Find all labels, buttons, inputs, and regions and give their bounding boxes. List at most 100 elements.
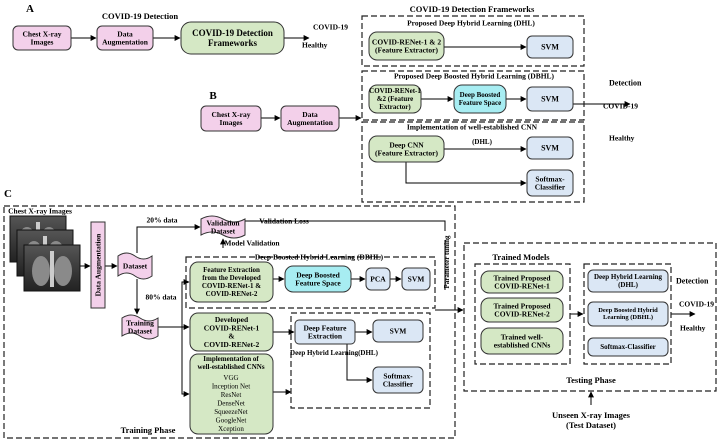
a-chest-xray-box-label-line: Chest X-ray bbox=[23, 29, 62, 38]
pct20-label-line: 20% data bbox=[146, 216, 177, 225]
testing-phase-label-line: Testing Phase bbox=[566, 375, 616, 385]
cnn-name: VGG bbox=[223, 374, 238, 382]
trained-model-2 bbox=[480, 297, 564, 323]
cnn-softmax-box-label: Softmax-Classifier bbox=[535, 174, 566, 191]
dhl-framework-title: Proposed Deep Hybrid Learning (DHL) bbox=[407, 19, 535, 28]
unseen-images-label: Unseen X-ray Images(Test Dataset) bbox=[552, 410, 631, 430]
b-data-augmentation-box-label-line: Data bbox=[302, 110, 318, 119]
deep-cnn-box-label: Deep CNN(Feature Extractor) bbox=[375, 140, 438, 157]
dbhl-extractor-box-label-line: Extractor) bbox=[379, 103, 411, 111]
a-healthy-label-line: Healthy bbox=[302, 41, 328, 50]
a-covid-label-line: COVID-19 bbox=[313, 23, 348, 32]
training-phase-box bbox=[3, 205, 456, 439]
trained-model-2-label-line: COVID-RENet-2 bbox=[494, 310, 550, 319]
xray-spine bbox=[50, 251, 54, 287]
pca-box-label-line: PCA bbox=[370, 275, 386, 284]
trained-models-box bbox=[474, 263, 571, 365]
c-softmax-box-label-line: Classifier bbox=[383, 380, 414, 389]
cnn-svm-box-label: SVM bbox=[541, 144, 559, 153]
deep-feature-box-label-line: Extraction bbox=[308, 332, 343, 341]
deep-feature-box-label-line: Deep Feature bbox=[304, 323, 348, 332]
trained-model-1-label-line: COVID-RENet-1 bbox=[494, 282, 550, 291]
a-healthy-label: Healthy bbox=[302, 41, 328, 50]
dataset-shape-label-line: Dataset bbox=[123, 262, 148, 271]
a-data-augmentation-box-label-line: Data bbox=[117, 29, 133, 38]
frameworks-detection-line: Detection bbox=[609, 79, 642, 88]
frameworks-healthy: Healthy bbox=[609, 134, 635, 143]
training-phase-label-line: Training Phase bbox=[121, 425, 176, 435]
xray-lung-right bbox=[54, 256, 72, 286]
b-chest-xray-box bbox=[200, 105, 262, 132]
trained-model-3-label-line: Trained well- bbox=[501, 332, 544, 341]
validation-dataset bbox=[200, 215, 246, 239]
dbhl-section-title-line: Deep Boosted Hybrid Learning (DBHL) bbox=[255, 253, 384, 262]
cnn-name: ResNet bbox=[221, 391, 242, 399]
a-data-augmentation-box bbox=[96, 25, 154, 51]
trained-models-label-line: Trained Models bbox=[492, 252, 550, 262]
parameter-tuning-label: Parameter tuning bbox=[443, 235, 451, 288]
cnn-name: Inception Net bbox=[212, 383, 250, 391]
c-boosted-box-label-line: Feature Space bbox=[295, 279, 341, 288]
r-dhl-box-label-line: (DHL) bbox=[618, 281, 639, 289]
dhl-extractor-box-label-line: COVID-RENet-1 & 2 bbox=[372, 37, 441, 46]
b-data-augmentation-box bbox=[280, 105, 340, 132]
training-dataset bbox=[121, 314, 159, 340]
testing-detection-label: Detection bbox=[676, 277, 709, 286]
section-b-label-line: B bbox=[209, 90, 217, 102]
a-covid-label: COVID-19 bbox=[313, 23, 348, 32]
deep-cnn-box-label-line: (Feature Extractor) bbox=[375, 149, 438, 158]
r-softmax-box-label: Softmax-Classifier bbox=[600, 343, 656, 351]
r-softmax-box-label-line: Softmax-Classifier bbox=[600, 343, 656, 351]
trained-model-3-label-line: established CNNs bbox=[494, 341, 551, 350]
feature-extraction-box-label-line: COVID-RENet-2 bbox=[206, 290, 258, 298]
c-softmax-box-label-line: Softmax- bbox=[383, 371, 413, 380]
dbhl-section-box bbox=[185, 256, 436, 309]
cnn-svm-box-label-line: SVM bbox=[541, 144, 559, 153]
trained-model-2-label-line: Trained Proposed bbox=[493, 301, 551, 310]
c-softmax-box bbox=[372, 366, 424, 394]
r-dbhl-box bbox=[587, 301, 669, 327]
validation-dataset-label-line: Dataset bbox=[211, 227, 236, 236]
impl-cnns-title-line: Implementation of bbox=[203, 355, 259, 363]
dhl-svm-box bbox=[526, 35, 574, 59]
dbhl-svm-box-label-line: SVM bbox=[541, 95, 559, 104]
unseen-images-label-line: (Test Dataset) bbox=[566, 420, 616, 430]
testing-detection-label-line: Detection bbox=[676, 277, 709, 286]
trained-model-1 bbox=[480, 270, 564, 294]
dbhl-framework-title: Proposed Deep Boosted Hybrid Learning (D… bbox=[394, 72, 555, 81]
a-chest-xray-box bbox=[12, 25, 72, 51]
covid-detection-title-line: COVID-19 Detection bbox=[102, 11, 179, 21]
dbhl-boosted-box bbox=[453, 84, 507, 114]
trained-model-1-label-line: Trained Proposed bbox=[493, 273, 551, 282]
developed-renet-box-label-line: & bbox=[228, 332, 234, 341]
testing-healthy-label: Healthy bbox=[680, 324, 706, 333]
c-boosted-box-label-line: Deep Boosted bbox=[296, 270, 340, 279]
frameworks-covid: COVID-19 bbox=[603, 102, 638, 111]
cnn-framework-title: Implementation of well-established CNN bbox=[407, 123, 538, 132]
frameworks-detection: Detection bbox=[609, 79, 642, 88]
feature-extraction-box-label-line: from the Developed bbox=[202, 274, 261, 282]
cnn-svm-box bbox=[526, 136, 574, 160]
c-dbhl-svm-box-label: SVM bbox=[408, 275, 425, 284]
dbhl-section-title: Deep Boosted Hybrid Learning (DBHL) bbox=[255, 253, 384, 262]
model-validation-label-line: Model Validation bbox=[224, 239, 280, 248]
section-c-label-line: C bbox=[4, 188, 12, 200]
cnn-softmax-box-label-line: Softmax- bbox=[535, 174, 565, 183]
cnn-name: GoogleNet bbox=[216, 417, 247, 425]
impl-cnns-title-line: well-established CNNs bbox=[197, 363, 264, 371]
chest-xray-images-label-line: Chest X-ray Images bbox=[8, 207, 72, 216]
dbhl-extractor-box-label-line: &2 (Feature bbox=[377, 95, 414, 103]
dataset-shape-label: Dataset bbox=[123, 262, 148, 271]
pca-box bbox=[365, 267, 391, 291]
dbhl-svm-box-label: SVM bbox=[541, 95, 559, 104]
parameter-tuning-label-line: Parameter tuning bbox=[443, 235, 451, 288]
